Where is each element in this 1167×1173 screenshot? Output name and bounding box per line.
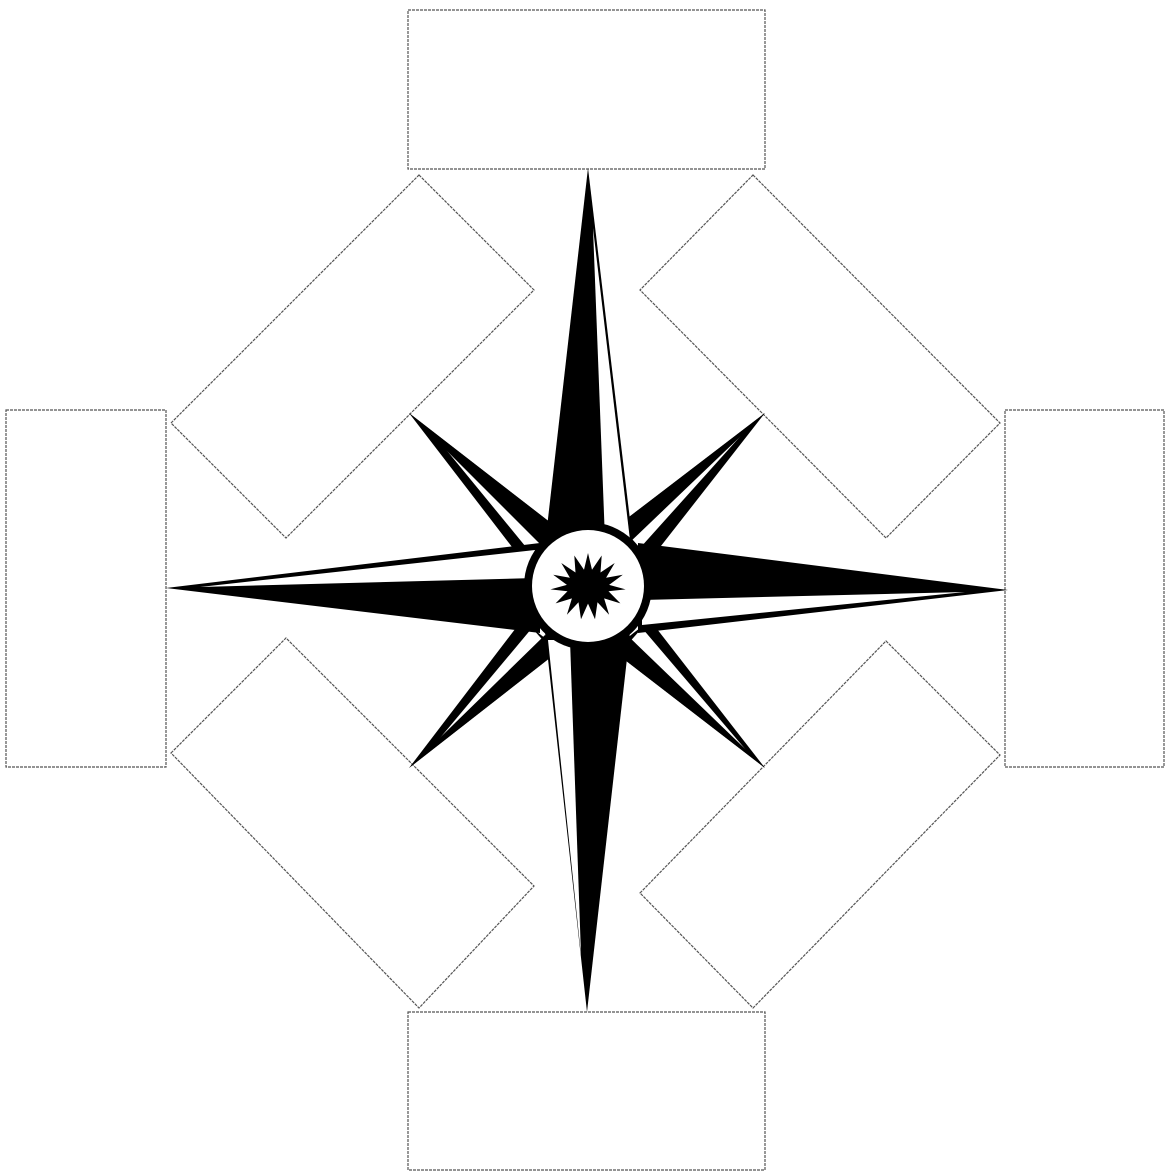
compass-point-west: [166, 543, 540, 633]
label-box-east[interactable]: [1005, 410, 1164, 767]
compass-center: [524, 522, 652, 650]
label-box-west[interactable]: [6, 410, 166, 767]
compass-point-north: [545, 168, 633, 545]
compass-rose: [166, 168, 1008, 1012]
compass-point-northwest: [409, 413, 560, 560]
compass-point-southeast: [612, 620, 765, 768]
label-box-north[interactable]: [408, 10, 765, 169]
label-box-south[interactable]: [408, 1012, 765, 1170]
compass-point-east: [638, 543, 1008, 633]
compass-point-southwest: [409, 620, 560, 768]
compass-point-south: [545, 632, 630, 1012]
compass-point-northeast: [612, 413, 765, 560]
